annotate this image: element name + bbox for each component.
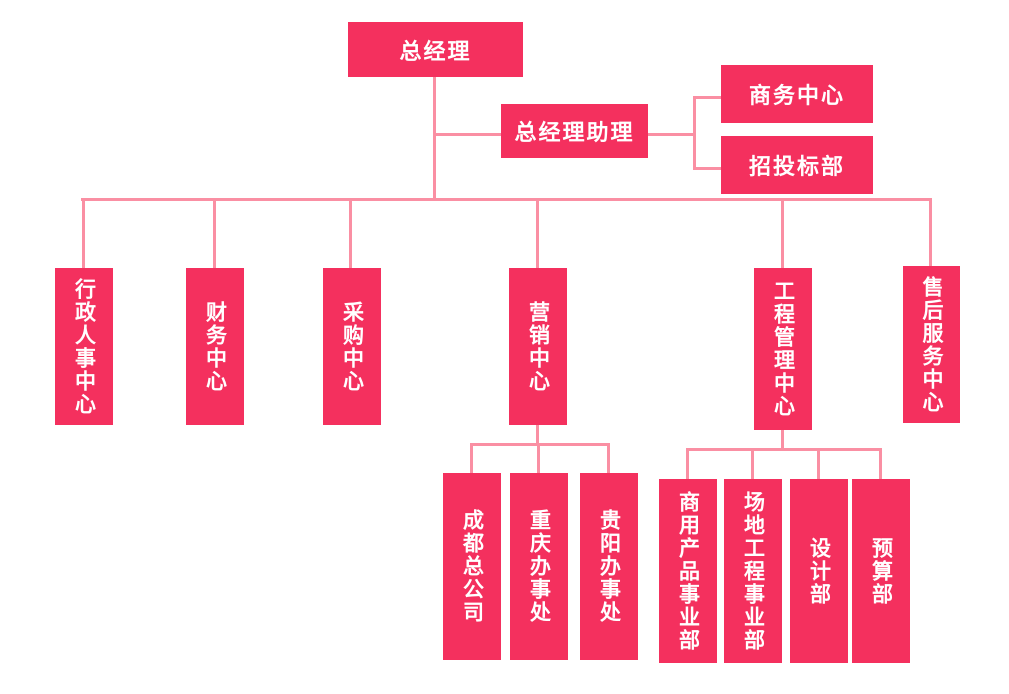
org-node-label: 商用产品事业部	[676, 490, 701, 652]
org-node-label: 售后服务中心	[920, 275, 944, 414]
org-node-label: 成都总公司	[460, 509, 485, 624]
connector-drop-commercial	[686, 450, 689, 479]
connector-marketing-stub	[536, 424, 539, 445]
org-node-label: 工程管理中心	[771, 280, 796, 418]
connector-drop-marketing	[536, 200, 539, 268]
connector-bidding-dept-stub	[695, 167, 721, 170]
connector-drop-engineering	[781, 200, 784, 268]
org-node-procurement-center: 采购中心	[323, 268, 381, 425]
connector-drop-procurement	[349, 200, 352, 268]
org-node-design-dept: 设计部	[790, 479, 848, 663]
connector-marketing-rail	[470, 443, 610, 446]
org-node-label: 商务中心	[748, 83, 845, 108]
connector-drop-guiyang	[607, 445, 610, 473]
connector-main-trunk	[81, 198, 932, 201]
connector-gm-vertical	[433, 76, 436, 201]
org-node-commercial-products-div: 商用产品事业部	[659, 479, 717, 663]
connector-drop-budget	[879, 450, 882, 479]
org-node-business-center: 商务中心	[721, 65, 873, 123]
org-node-marketing-center: 营销中心	[509, 268, 567, 425]
org-node-label: 总经理助理	[514, 120, 635, 145]
connector-engineering-stub	[781, 430, 784, 450]
org-node-site-engineering-div: 场地工程事业部	[724, 479, 782, 663]
org-node-general-manager: 总经理	[348, 22, 523, 77]
connector-drop-chongqing	[537, 445, 540, 473]
org-node-admin-hr-center: 行政人事中心	[55, 268, 113, 425]
org-node-label: 重庆办事处	[527, 509, 552, 624]
org-node-budget-dept: 预算部	[852, 479, 910, 663]
org-node-label: 财务中心	[203, 300, 228, 393]
connector-drop-site-eng	[751, 450, 754, 479]
connector-drop-finance	[213, 200, 216, 268]
org-node-chengdu-hq: 成都总公司	[443, 473, 501, 660]
org-node-finance-center: 财务中心	[186, 268, 244, 425]
org-node-label: 预算部	[869, 536, 894, 606]
connector-drop-design	[817, 450, 820, 479]
org-node-label: 采购中心	[340, 300, 365, 393]
connector-assistant-left	[433, 133, 501, 136]
org-node-label: 场地工程事业部	[741, 490, 766, 652]
connector-assistant-bracket	[693, 96, 696, 170]
org-node-label: 贵阳办事处	[597, 509, 622, 624]
connector-drop-after-sales	[929, 200, 932, 266]
org-node-chongqing-office: 重庆办事处	[510, 473, 568, 660]
org-node-label: 总经理	[399, 38, 472, 64]
connector-engineering-rail	[686, 448, 882, 451]
org-node-label: 营销中心	[526, 300, 551, 393]
connector-business-center-stub	[695, 96, 721, 99]
org-node-guiyang-office: 贵阳办事处	[580, 473, 638, 660]
org-node-label: 行政人事中心	[72, 277, 97, 416]
org-node-label: 招投标部	[748, 154, 845, 179]
connector-drop-admin-hr	[82, 200, 85, 268]
org-node-gm-assistant: 总经理助理	[501, 104, 648, 158]
org-node-label: 设计部	[807, 536, 832, 606]
connector-assistant-right	[648, 133, 695, 136]
org-node-bidding-dept: 招投标部	[721, 136, 873, 194]
connector-drop-chengdu	[470, 445, 473, 473]
org-node-engineering-mgmt-center: 工程管理中心	[754, 268, 812, 430]
org-node-after-sales-center: 售后服务中心	[903, 266, 960, 423]
